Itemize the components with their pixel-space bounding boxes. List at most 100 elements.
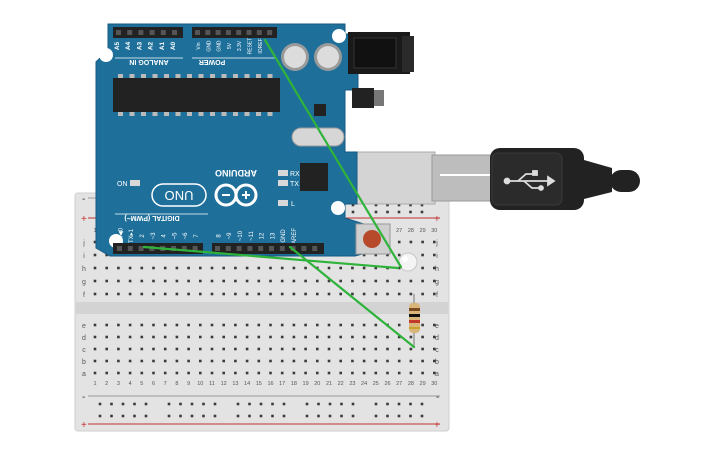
breadboard-hole[interactable] [269,359,272,363]
breadboard-hole[interactable] [175,347,179,351]
breadboard-hole[interactable] [386,292,389,296]
breadboard-hole[interactable] [175,266,179,270]
rail-hole[interactable] [374,402,378,406]
rail-hole[interactable] [328,402,332,406]
breadboard-hole[interactable] [234,371,237,375]
breadboard-hole[interactable] [374,371,378,375]
rail-hole[interactable] [236,414,240,418]
breadboard-hole[interactable] [199,359,202,363]
rail-hole[interactable] [351,414,355,418]
header-pin[interactable] [127,30,133,35]
breadboard-hole[interactable] [351,335,354,339]
breadboard-hole[interactable] [304,323,307,327]
breadboard-hole[interactable] [245,279,249,283]
breadboard-hole[interactable] [163,266,167,270]
breadboard-hole[interactable] [152,359,155,363]
breadboard-hole[interactable] [128,371,132,375]
rail-hole[interactable] [110,414,113,418]
breadboard-hole[interactable] [374,292,378,296]
header-pin[interactable] [172,30,177,35]
breadboard-hole[interactable] [362,371,366,375]
rail-hole[interactable] [420,414,424,418]
breadboard-hole[interactable] [210,292,214,296]
rail-hole[interactable] [351,210,355,214]
header-pin[interactable] [138,246,144,251]
breadboard-hole[interactable] [433,323,436,327]
breadboard-hole[interactable] [339,266,342,270]
rail-hole[interactable] [144,402,148,406]
rail-hole[interactable] [202,402,205,406]
breadboard-hole[interactable] [234,335,237,339]
breadboard-hole[interactable] [339,279,342,283]
breadboard-hole[interactable] [421,323,424,327]
breadboard-hole[interactable] [292,335,296,339]
breadboard-hole[interactable] [327,371,331,375]
rail-hole[interactable] [121,402,125,406]
breadboard-hole[interactable] [397,347,401,351]
breadboard-hole[interactable] [152,347,155,351]
breadboard-hole[interactable] [409,292,413,296]
rail-hole[interactable] [397,203,401,207]
breadboard-hole[interactable] [128,266,132,270]
breadboard-hole[interactable] [210,266,214,270]
breadboard-hole[interactable] [397,240,401,244]
breadboard-hole[interactable] [292,359,296,363]
breadboard-hole[interactable] [140,292,144,296]
breadboard-hole[interactable] [421,371,424,375]
breadboard-hole[interactable] [187,292,190,296]
breadboard-hole[interactable] [105,279,108,283]
breadboard-hole[interactable] [316,347,319,351]
breadboard-hole[interactable] [280,359,284,363]
breadboard-hole[interactable] [292,266,296,270]
breadboard-hole[interactable] [397,266,401,270]
header-pin[interactable] [225,30,231,35]
rail-hole[interactable] [374,414,378,418]
breadboard-hole[interactable] [362,335,366,339]
breadboard-hole[interactable] [257,347,261,351]
breadboard-hole[interactable] [304,292,307,296]
breadboard-hole[interactable] [397,323,401,327]
breadboard-hole[interactable] [351,266,354,270]
rail-hole[interactable] [282,414,286,418]
breadboard-hole[interactable] [362,292,366,296]
breadboard-hole[interactable] [152,279,155,283]
breadboard-hole[interactable] [339,292,342,296]
header-pin[interactable] [258,246,264,251]
breadboard-hole[interactable] [339,347,342,351]
breadboard-hole[interactable] [93,292,97,296]
breadboard-hole[interactable] [140,279,144,283]
breadboard-hole[interactable] [280,292,284,296]
breadboard-hole[interactable] [316,279,319,283]
breadboard-hole[interactable] [433,359,436,363]
breadboard-hole[interactable] [93,279,97,283]
breadboard-hole[interactable] [339,323,342,327]
rail-hole[interactable] [351,203,355,207]
breadboard-hole[interactable] [175,292,179,296]
breadboard-hole[interactable] [175,279,179,283]
breadboard-hole[interactable] [269,279,272,283]
reset-button[interactable] [363,230,381,248]
header-pin[interactable] [117,246,122,251]
breadboard-hole[interactable] [105,359,108,363]
breadboard-hole[interactable] [163,347,167,351]
breadboard-hole[interactable] [386,279,389,283]
breadboard-hole[interactable] [117,323,120,327]
rail-hole[interactable] [420,402,424,406]
rail-hole[interactable] [144,414,148,418]
breadboard-hole[interactable] [397,292,401,296]
breadboard-hole[interactable] [210,359,214,363]
breadboard-hole[interactable] [257,335,261,339]
breadboard-hole[interactable] [269,323,272,327]
breadboard-hole[interactable] [117,347,120,351]
breadboard-hole[interactable] [409,240,413,244]
breadboard-hole[interactable] [199,279,202,283]
header-pin[interactable] [267,30,273,35]
breadboard-hole[interactable] [117,279,120,283]
breadboard-hole[interactable] [128,323,132,327]
breadboard-hole[interactable] [304,359,307,363]
breadboard-hole[interactable] [175,335,179,339]
breadboard-hole[interactable] [128,292,132,296]
breadboard-hole[interactable] [210,323,214,327]
breadboard-hole[interactable] [316,371,319,375]
rail-hole[interactable] [213,414,217,418]
